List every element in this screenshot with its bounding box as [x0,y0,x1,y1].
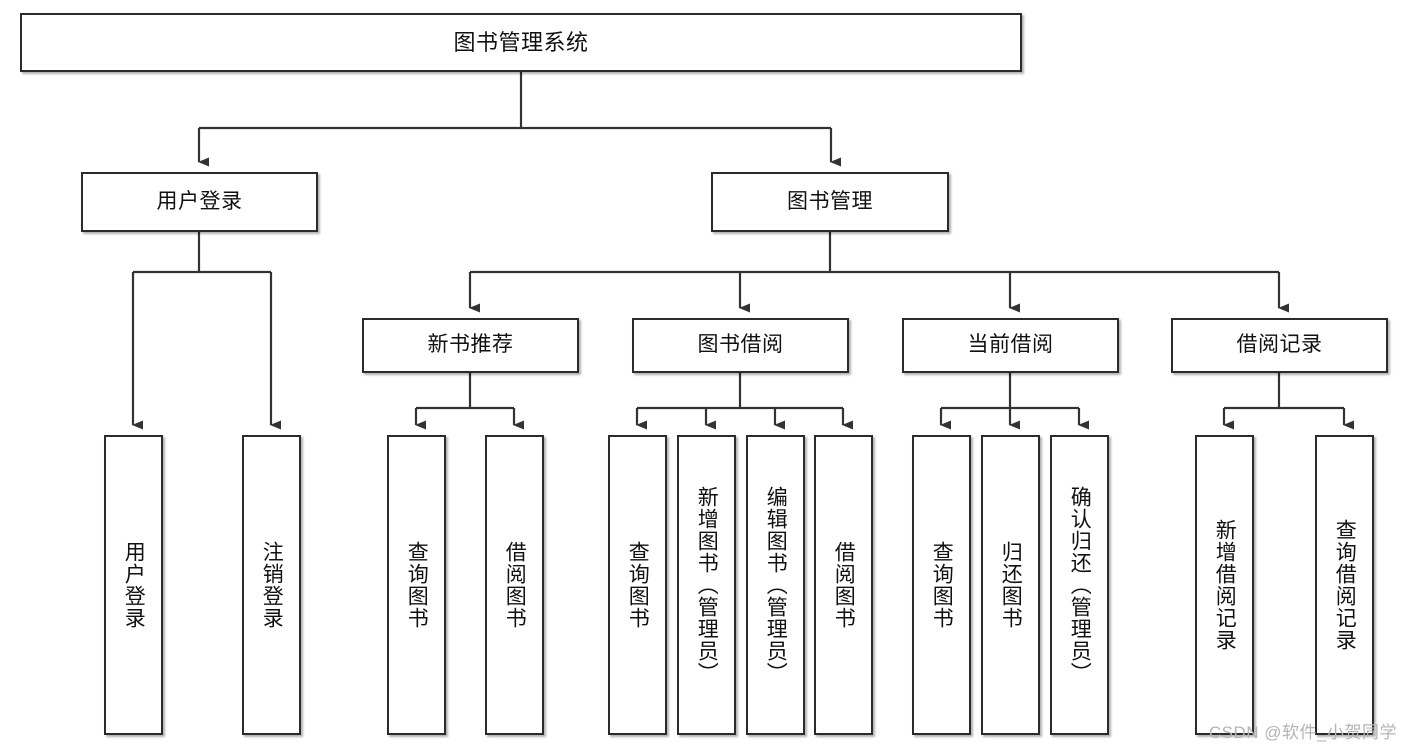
leaf-borrow-edit-book-admin[interactable]: 编辑图书（管理员） [746,435,805,735]
leaf-borrow-query-book[interactable]: 查询图书 [608,435,667,735]
node-root-label: 图书管理系统 [453,29,589,55]
leaf-current-confirm-return-admin[interactable]: 确认归还（管理员） [1050,435,1109,735]
node-new-book-recommend[interactable]: 新书推荐 [362,318,579,373]
leaf-newbook-query-book-label: 查询图书 [405,541,429,629]
leaf-user-logout[interactable]: 注销登录 [242,435,301,735]
leaf-user-logout-label: 注销登录 [260,541,284,629]
leaf-user-login[interactable]: 用户登录 [104,435,163,735]
node-book-management-label: 图书管理 [787,189,873,213]
node-book-borrow-label: 图书借阅 [697,333,784,357]
leaf-current-return-book[interactable]: 归还图书 [981,435,1040,735]
leaf-record-query-record-label: 查询借阅记录 [1333,519,1357,651]
node-user-login-label: 用户登录 [156,189,243,213]
node-current-borrow-label: 当前借阅 [967,333,1054,357]
csdn-watermark: CSDN @软件_小贺同学 [1208,723,1397,742]
node-user-login[interactable]: 用户登录 [81,172,318,232]
leaf-record-query-record[interactable]: 查询借阅记录 [1315,435,1374,735]
node-borrow-record[interactable]: 借阅记录 [1171,318,1388,373]
leaf-borrow-add-book-admin[interactable]: 新增图书（管理员） [677,435,736,735]
leaf-record-add-record[interactable]: 新增借阅记录 [1195,435,1254,735]
leaf-user-login-label: 用户登录 [122,541,146,629]
leaf-borrow-lend-book-label: 借阅图书 [832,541,856,629]
leaf-newbook-borrow-book-label: 借阅图书 [503,541,527,629]
leaf-borrow-edit-book-admin-label: 编辑图书（管理员） [764,486,788,684]
leaf-record-add-record-label: 新增借阅记录 [1213,519,1237,651]
leaf-borrow-lend-book[interactable]: 借阅图书 [814,435,873,735]
leaf-newbook-query-book[interactable]: 查询图书 [387,435,446,735]
node-borrow-record-label: 借阅记录 [1236,333,1323,357]
node-new-book-recommend-label: 新书推荐 [427,333,514,357]
leaf-newbook-borrow-book[interactable]: 借阅图书 [485,435,544,735]
leaf-borrow-query-book-label: 查询图书 [626,541,650,629]
leaf-borrow-add-book-admin-label: 新增图书（管理员） [695,486,719,684]
leaf-current-confirm-return-admin-label: 确认归还（管理员） [1068,486,1092,684]
leaf-current-query-book[interactable]: 查询图书 [912,435,971,735]
node-current-borrow[interactable]: 当前借阅 [902,318,1119,373]
node-book-management[interactable]: 图书管理 [711,172,949,232]
leaf-current-query-book-label: 查询图书 [930,541,954,629]
node-book-borrow[interactable]: 图书借阅 [632,318,849,373]
leaf-current-return-book-label: 归还图书 [999,541,1023,629]
node-root-book-management-system[interactable]: 图书管理系统 [20,13,1022,72]
